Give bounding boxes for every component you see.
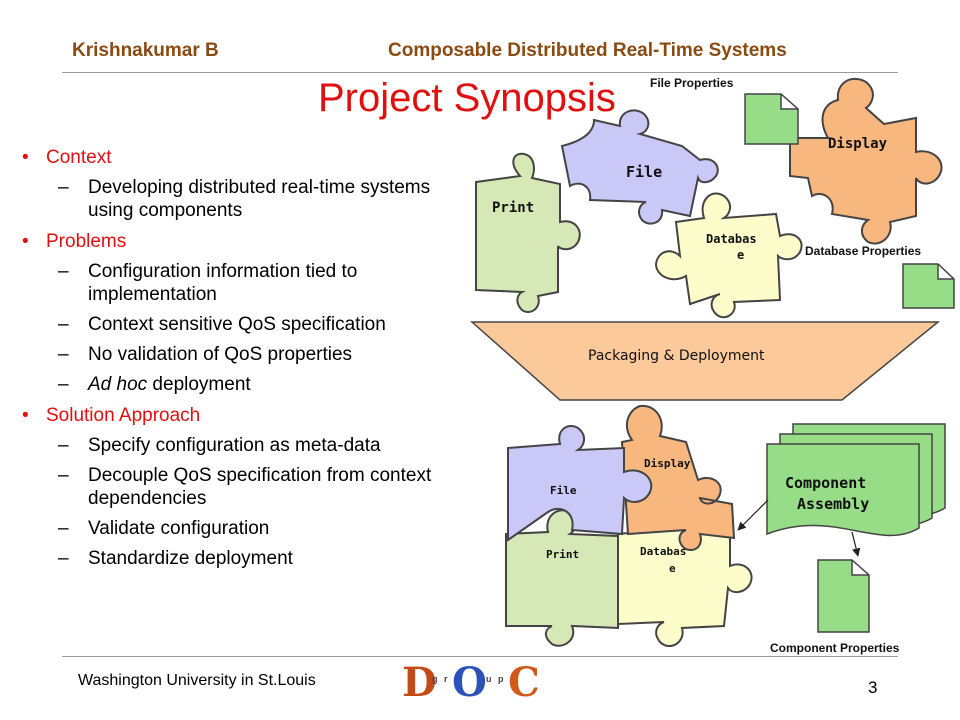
logo-small-p: p [498,674,504,684]
logo-letter-d: D [402,659,437,706]
footer-rule [62,656,898,657]
top-database-label-2: e [737,248,745,262]
print-piece-top [475,152,581,314]
display-piece-bottom [620,404,736,552]
bottom-file-label: File [550,484,577,497]
file-properties-doc-icon [744,93,799,145]
slide-title: Project Synopsis [318,76,616,120]
bullet-list: Context Developing distributed real-time… [22,146,472,570]
bottom-print-label: Print [546,548,580,561]
page-number: 3 [868,678,878,697]
sub-bullet: Decouple QoS specification from context … [22,464,472,510]
file-properties-label: File Properties [650,76,734,90]
sub-bullet: Developing distributed real-time systems… [22,176,472,222]
top-database-label-1: Databas [706,232,757,246]
logo-letter-o: O [452,659,487,706]
sub-bullet: Specify configuration as meta-data [22,434,472,457]
assembly-label-1: Component [785,474,867,492]
top-file-label: File [626,163,663,181]
doc-group-logo: D g r O u p C [400,659,540,706]
display-piece-top [789,77,943,245]
adhoc-italic: Ad hoc [88,374,148,395]
logo-small-r: r [444,674,448,684]
file-piece-bottom [507,425,653,542]
sub-bullet: Standardize deployment [22,547,472,570]
bullet-problems: Problems [22,230,472,253]
sub-bullet: Validate configuration [22,517,472,540]
assembly-label-2: Assembly [797,495,870,513]
component-properties-label: Component Properties [770,641,900,655]
logo-small-g: g [432,674,438,684]
sub-bullet: Configuration information tied to implem… [22,260,472,306]
header-course: Composable Distributed Real-Time Systems [388,40,787,61]
header-rule [62,72,898,73]
packaging-funnel [470,321,941,401]
sub-bullet-adhoc: Ad hoc deployment [22,373,472,396]
bullet-context: Context [22,146,472,169]
header-author: Krishnakumar B [72,40,219,61]
bullet-solution: Solution Approach [22,404,472,427]
sub-bullet: No validation of QoS properties [22,343,472,366]
file-piece-top [560,109,719,225]
assembly-doc-front [766,443,920,537]
bottom-display-label: Display [644,457,691,470]
packaging-label: Packaging & Deployment [588,348,765,364]
footer-university: Washington University in St.Louis [78,672,316,689]
print-piece-bottom [505,509,619,647]
bottom-database-label-1: Databas [640,545,687,558]
database-properties-label: Database Properties [805,244,922,258]
database-properties-doc-icon [902,263,955,309]
arrow-to-component-properties [851,531,861,557]
bottom-database-label-2: e [669,562,676,575]
top-display-label: Display [828,136,888,152]
component-properties-doc-icon [817,559,870,633]
top-print-label: Print [492,200,535,216]
arrow-to-assembly [737,499,769,531]
database-piece-top [654,192,803,319]
logo-small-u: u [486,674,492,684]
adhoc-rest: deployment [147,374,251,395]
sub-bullet: Context sensitive QoS specification [22,313,472,336]
logo-letter-c: C [508,659,540,706]
